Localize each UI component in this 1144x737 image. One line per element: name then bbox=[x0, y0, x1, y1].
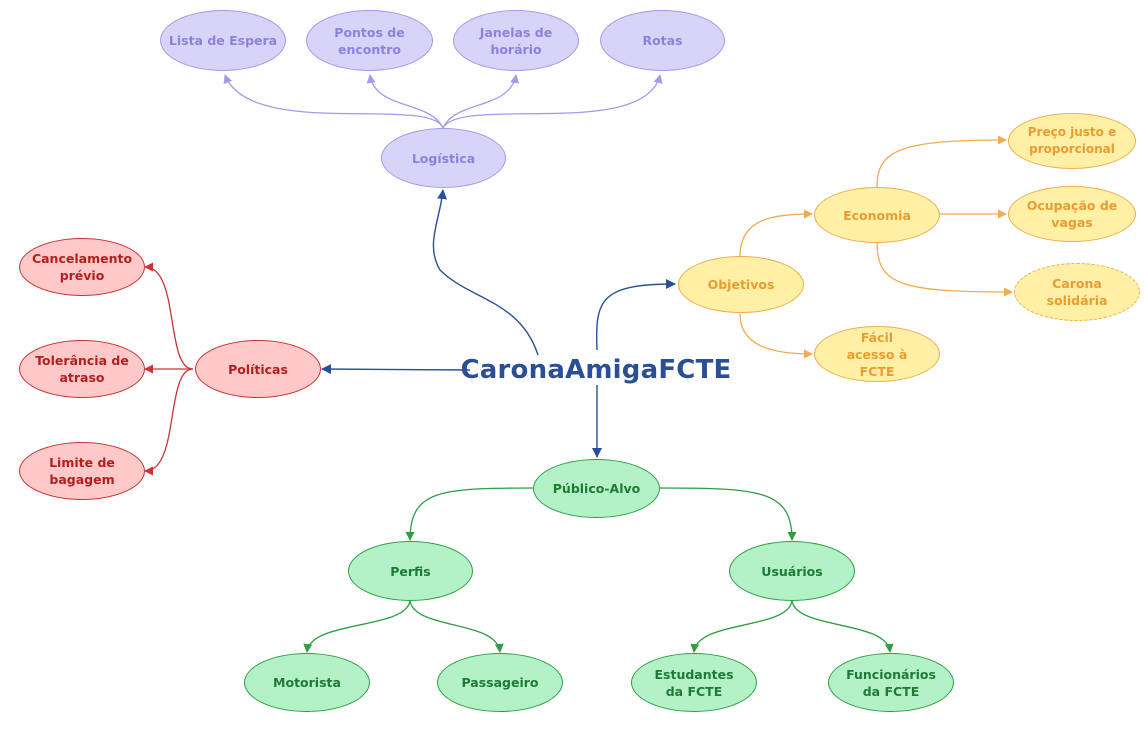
node-economia: Economia bbox=[814, 187, 940, 243]
edge-central-objetivos bbox=[595, 279, 676, 351]
node-motorista-label: Motorista bbox=[273, 675, 341, 690]
node-cancelamento: Cancelamento prévio bbox=[19, 238, 145, 296]
node-perfis: Perfis bbox=[348, 541, 473, 601]
edge-politicas-limite bbox=[144, 368, 194, 476]
edge-publico-usuarios bbox=[659, 487, 797, 541]
node-lista-espera: Lista de Espera bbox=[160, 10, 286, 71]
edge-perfis-motorista bbox=[303, 600, 411, 653]
node-lista-espera-label: Lista de Espera bbox=[168, 33, 278, 48]
node-carona-solidaria: Carona solidária bbox=[1014, 263, 1140, 321]
node-perfis-label: Perfis bbox=[390, 563, 431, 579]
edge-logistica-rotas bbox=[442, 74, 663, 129]
node-economia-label: Economia bbox=[843, 207, 911, 223]
node-pontos-encontro: Pontos de encontro bbox=[306, 10, 433, 71]
node-objetivos-label: Objetivos bbox=[707, 277, 775, 292]
node-motorista: Motorista bbox=[244, 653, 370, 712]
edge-usuarios-funcionarios bbox=[791, 600, 894, 653]
node-limite-bagagem: Limite de bagagem bbox=[19, 442, 145, 500]
node-ocupacao-vagas-label: Ocupação de vagas bbox=[1026, 198, 1118, 230]
node-estudantes-label: Estudantes da FCTE bbox=[654, 666, 734, 699]
node-politicas: Políticas bbox=[195, 340, 321, 398]
node-logistica-label: Logística bbox=[411, 150, 476, 166]
node-usuarios: Usuários bbox=[729, 541, 855, 601]
node-janelas-horario: Janelas de horário bbox=[453, 10, 579, 71]
edge-logistica-janelas bbox=[442, 74, 520, 129]
node-tolerancia-label: Tolerância de atraso bbox=[35, 353, 129, 385]
edge-publico-perfis bbox=[405, 487, 534, 541]
edge-objetivos-facil bbox=[739, 313, 813, 359]
edge-usuarios-estudantes bbox=[690, 600, 793, 653]
node-usuarios-label: Usuários bbox=[761, 563, 823, 579]
edge-central-politicas bbox=[321, 364, 471, 375]
node-preco-justo-label: Preço justo e proporcional bbox=[1027, 125, 1117, 156]
node-facil-acesso-label: Fácil acesso à FCTE bbox=[846, 329, 908, 379]
node-objetivos: Objetivos bbox=[678, 256, 804, 313]
node-estudantes: Estudantes da FCTE bbox=[631, 653, 757, 712]
edge-logistica-pontos bbox=[366, 74, 444, 129]
node-rotas: Rotas bbox=[600, 10, 725, 71]
edge-objetivos-economia bbox=[739, 209, 813, 257]
node-preco-justo: Preço justo e proporcional bbox=[1008, 113, 1136, 169]
node-facil-acesso: Fácil acesso à FCTE bbox=[814, 326, 940, 382]
node-funcionarios: Funcionários da FCTE bbox=[828, 653, 954, 712]
edge-perfis-passageiro bbox=[409, 600, 504, 653]
node-pontos-encontro-label: Pontos de encontro bbox=[334, 24, 405, 57]
edge-logistica-lista bbox=[223, 74, 444, 129]
node-politicas-label: Políticas bbox=[228, 361, 288, 377]
node-carona-solidaria-label: Carona solidária bbox=[1046, 276, 1108, 308]
node-logistica: Logística bbox=[381, 128, 506, 188]
node-passageiro-label: Passageiro bbox=[461, 675, 539, 690]
central-topic: CaronaAmigaFCTE bbox=[460, 355, 732, 385]
node-tolerancia: Tolerância de atraso bbox=[19, 340, 145, 398]
node-publico-alvo-label: Público-Alvo bbox=[552, 481, 641, 496]
node-funcionarios-label: Funcionários da FCTE bbox=[846, 666, 936, 699]
node-publico-alvo: Público-Alvo bbox=[533, 459, 660, 518]
edge-politicas-cancelamento bbox=[144, 262, 194, 370]
node-rotas-label: Rotas bbox=[642, 33, 683, 48]
node-ocupacao-vagas: Ocupação de vagas bbox=[1008, 186, 1136, 242]
edge-central-logistica bbox=[432, 189, 539, 356]
edge-economia-carona bbox=[876, 241, 1013, 297]
edge-economia-preco bbox=[876, 135, 1007, 188]
node-janelas-horario-label: Janelas de horário bbox=[479, 24, 553, 57]
node-passageiro: Passageiro bbox=[437, 653, 563, 712]
node-limite-bagagem-label: Limite de bagagem bbox=[49, 455, 115, 487]
node-cancelamento-label: Cancelamento prévio bbox=[31, 251, 133, 283]
